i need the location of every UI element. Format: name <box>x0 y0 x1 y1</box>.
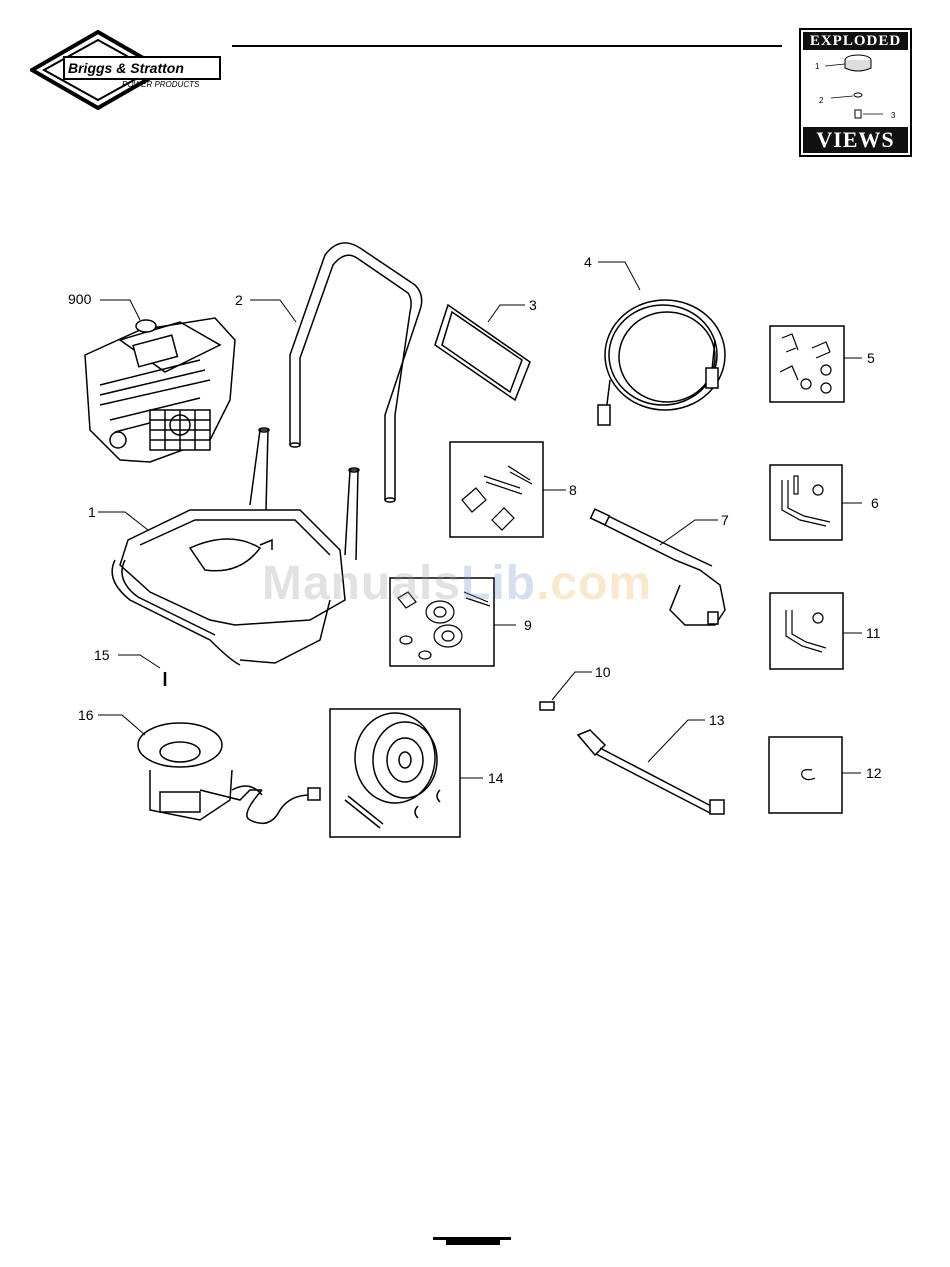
callout-9: 9 <box>524 618 532 632</box>
watermark-part-2: Lib <box>461 557 536 610</box>
hardware-box-6 <box>770 465 842 540</box>
callout-7: 7 <box>721 513 729 527</box>
callout-12: 12 <box>866 766 882 780</box>
frame-part <box>112 428 359 665</box>
callout-1: 1 <box>88 505 96 519</box>
connector-part-10 <box>540 702 554 710</box>
callout-900: 900 <box>68 292 91 306</box>
callout-11: 11 <box>866 626 881 640</box>
callout-16: 16 <box>78 708 94 722</box>
callout-4: 4 <box>584 255 592 269</box>
callout-14: 14 <box>488 771 504 785</box>
hardware-box-5 <box>770 326 844 402</box>
watermark-part-1: Manuals <box>262 557 461 610</box>
panel-part <box>435 305 530 400</box>
callout-2: 2 <box>235 293 243 307</box>
callout-5: 5 <box>867 351 875 365</box>
hardware-box-12 <box>769 737 842 813</box>
callout-8: 8 <box>569 483 577 497</box>
callout-10: 10 <box>595 665 611 679</box>
hardware-box-11 <box>770 593 843 669</box>
callout-3: 3 <box>529 298 537 312</box>
callout-6: 6 <box>871 496 879 510</box>
pump-part <box>138 723 320 823</box>
footer-bar <box>446 1240 500 1245</box>
watermark: ManualsLib.com <box>262 556 652 611</box>
callout-15: 15 <box>94 648 110 662</box>
watermark-part-3: .com <box>536 557 652 610</box>
handle-part <box>290 243 422 502</box>
callout-13: 13 <box>709 713 725 727</box>
lance-part <box>578 730 724 814</box>
hose-part <box>598 300 725 425</box>
engine-part <box>85 318 235 462</box>
